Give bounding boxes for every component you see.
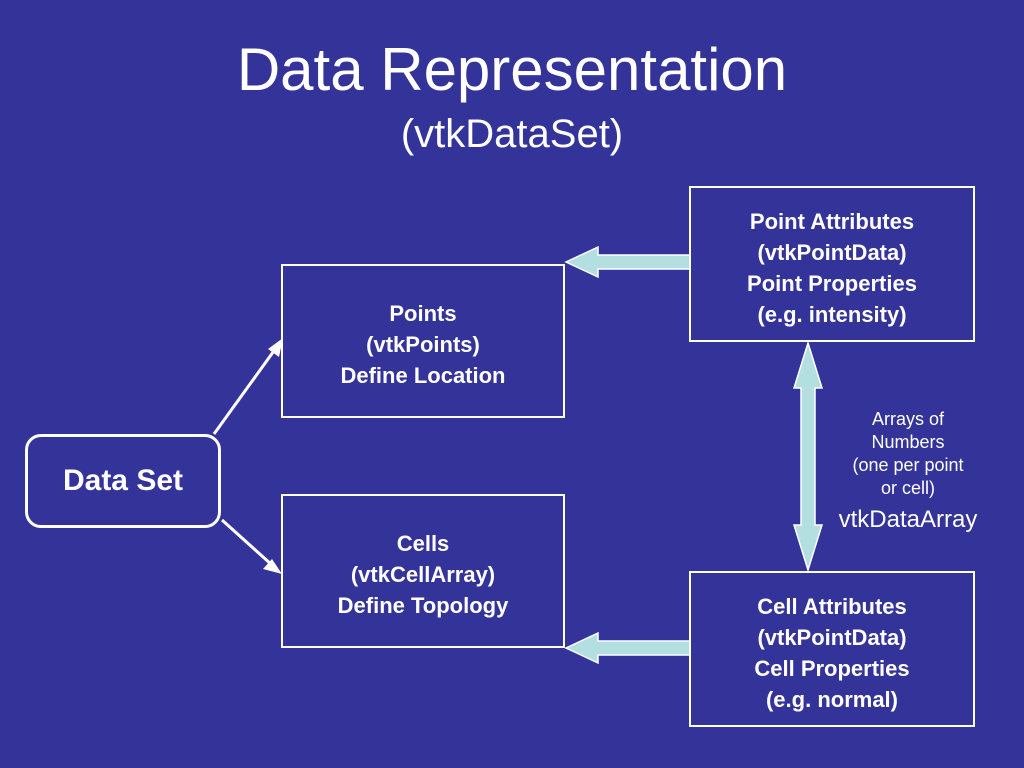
points-node-description: Define Location bbox=[340, 363, 506, 388]
arrow-point-attributes-to-points bbox=[564, 245, 691, 279]
arrays-note-line: or cell) bbox=[880, 478, 935, 498]
cells-node-label: Cells bbox=[396, 531, 450, 556]
points-node-class: (vtkPoints) bbox=[366, 332, 480, 357]
point-attributes-label: Point Attributes bbox=[749, 209, 915, 234]
point-attributes-class: (vtkPointData) bbox=[757, 240, 907, 265]
cell-attributes-label: Cell Attributes bbox=[757, 594, 907, 619]
arrays-note: Arrays of Numbers (one per point or cell… bbox=[808, 408, 1008, 500]
points-node: Points (vtkPoints) Define Location bbox=[281, 264, 565, 418]
point-attributes-node: Point Attributes (vtkPointData) Point Pr… bbox=[689, 186, 975, 342]
arrays-note-line: Arrays of bbox=[871, 409, 945, 429]
cell-attributes-node: Cell Attributes (vtkPointData) Cell Prop… bbox=[689, 571, 975, 727]
slide-subtitle: (vtkDataSet) bbox=[400, 112, 624, 156]
point-attributes-example: (e.g. intensity) bbox=[757, 302, 907, 327]
point-attributes-properties: Point Properties bbox=[747, 271, 917, 296]
data-set-node: Data Set bbox=[25, 434, 221, 528]
cells-node: Cells (vtkCellArray) Define Topology bbox=[281, 494, 565, 648]
arrow-dataset-to-cells bbox=[220, 518, 282, 574]
arrays-note-line: (one per point bbox=[852, 455, 964, 475]
slide-title: Data Representation bbox=[236, 36, 788, 103]
arrow-dataset-to-points bbox=[212, 338, 283, 435]
arrays-note-line: Numbers bbox=[871, 432, 945, 452]
cells-node-description: Define Topology bbox=[337, 593, 509, 618]
cell-attributes-properties: Cell Properties bbox=[754, 656, 910, 681]
arrow-cell-attributes-to-cells bbox=[564, 631, 691, 665]
cells-node-class: (vtkCellArray) bbox=[350, 562, 496, 587]
cell-attributes-class: (vtkPointData) bbox=[757, 625, 907, 650]
arrays-class-label: vtkDataArray bbox=[838, 506, 978, 533]
cell-attributes-example: (e.g. normal) bbox=[765, 687, 898, 712]
points-node-label: Points bbox=[389, 301, 457, 326]
double-arrow-attributes bbox=[792, 340, 824, 573]
